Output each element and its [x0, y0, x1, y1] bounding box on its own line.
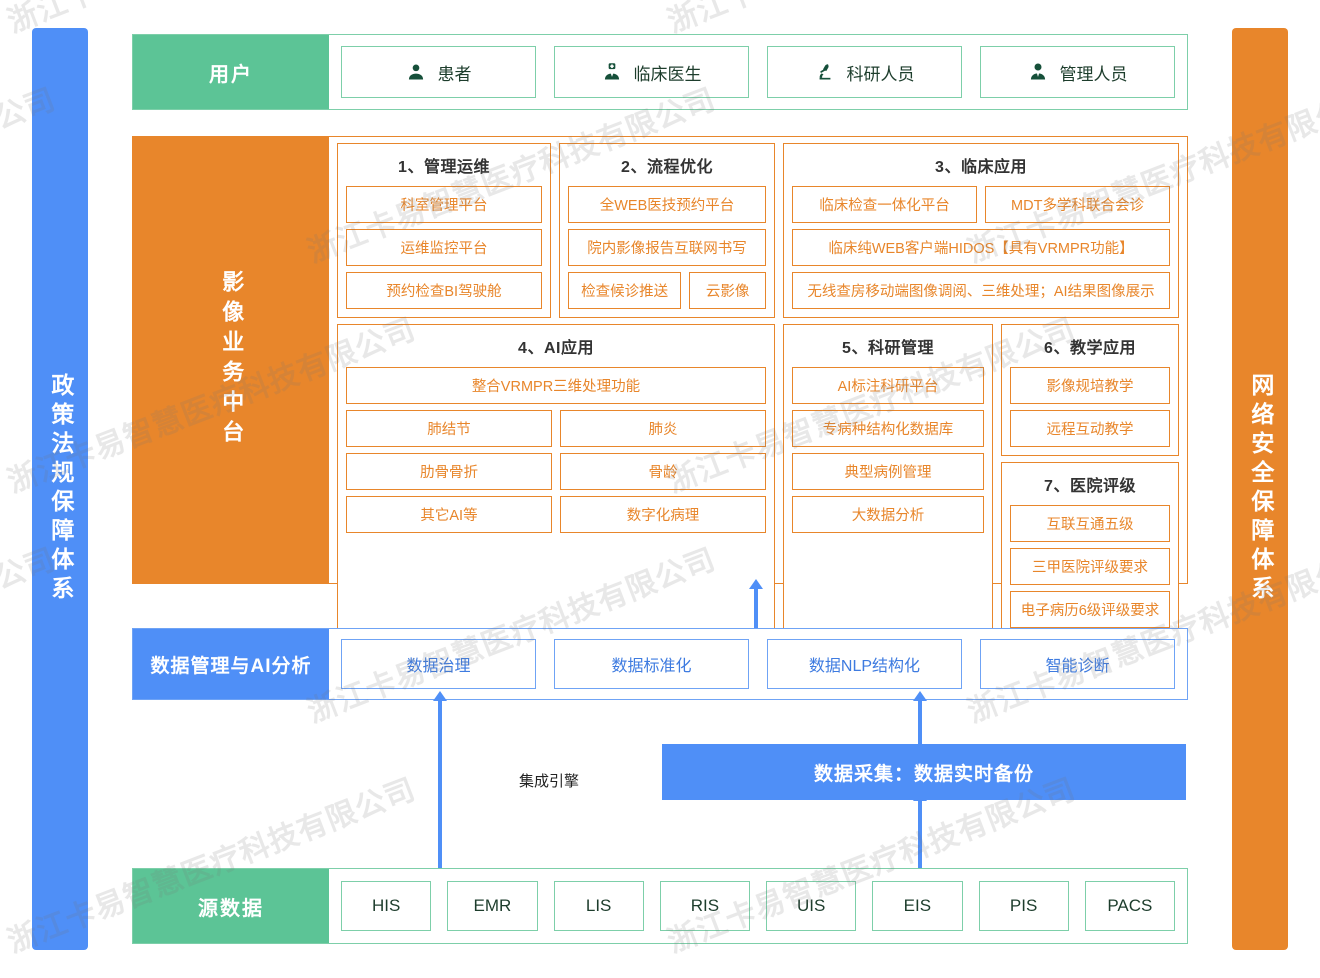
group-item[interactable]: 专病种结构化数据库: [792, 410, 984, 447]
group-title: 2、流程优化: [621, 159, 713, 176]
group-item[interactable]: 典型病例管理: [792, 453, 984, 490]
group-management-ops: 1、管理运维 科室管理平台 运维监控平台 预约检查BI驾驶舱: [337, 143, 551, 318]
group-item[interactable]: 骨龄: [560, 453, 766, 490]
group-item[interactable]: 临床检查一体化平台: [792, 186, 977, 223]
group-item[interactable]: 临床纯WEB客户端HIDOS【具有VRMPR功能】: [792, 229, 1170, 266]
group-item[interactable]: 三甲医院评级要求: [1010, 548, 1170, 585]
source-chip-uis[interactable]: UIS: [766, 881, 857, 931]
group-item[interactable]: 肋骨骨折: [346, 453, 552, 490]
user-chip-administrator[interactable]: 管理人员: [980, 46, 1175, 98]
user-chip-clinician[interactable]: 临床医生: [554, 46, 749, 98]
arrow-source-to-capture: [913, 791, 927, 868]
group-item-pair: 临床检查一体化平台 MDT多学科联合会诊: [792, 186, 1170, 223]
group-item-pair: 检查候诊推送 云影像: [568, 272, 766, 309]
group-item[interactable]: AI标注科研平台: [792, 367, 984, 404]
source-row-body: HIS EMR LIS RIS UIS EIS PIS PACS: [329, 869, 1187, 943]
group-title: 4、AI应用: [518, 340, 594, 357]
data-chip-standardization[interactable]: 数据标准化: [554, 639, 749, 689]
group-item-pair: 肋骨骨折 骨龄: [346, 453, 766, 490]
policy-guarantee-band: 政策法规保障体系: [32, 28, 88, 950]
user-chip-label: 患者: [437, 64, 472, 84]
core-band-top: 1、管理运维 科室管理平台 运维监控平台 预约检查BI驾驶舱 2、流程优化 全W…: [337, 143, 1179, 318]
group-item[interactable]: 数字化病理: [560, 496, 766, 533]
users-row: 用户 患者 临床医生 科研人员: [132, 34, 1188, 110]
group-item[interactable]: MDT多学科联合会诊: [985, 186, 1170, 223]
imaging-business-midplatform-row: 影像业务中台 1、管理运维 科室管理平台 运维监控平台 预约检查BI驾驶舱 2、…: [132, 136, 1188, 732]
group-clinical-application: 3、临床应用 临床检查一体化平台 MDT多学科联合会诊 临床纯WEB客户端HID…: [783, 143, 1179, 318]
group-teaching-application: 6、教学应用 影像规培教学 远程互动教学: [1001, 324, 1179, 456]
core-band-middle: 4、AI应用 整合VRMPR三维处理功能 肺结节 肺炎 肋骨骨折 骨龄 其它AI…: [337, 324, 1179, 637]
data-chip-intelligent-diagnosis[interactable]: 智能诊断: [980, 639, 1175, 689]
group-item[interactable]: 检查候诊推送: [568, 272, 682, 309]
group-item[interactable]: 互联互通五级: [1010, 505, 1170, 542]
group-item[interactable]: 预约检查BI驾驶舱: [346, 272, 542, 309]
data-row-body: 数据治理 数据标准化 数据NLP结构化 智能诊断: [329, 629, 1187, 699]
data-capture-bar: 数据采集：数据实时备份: [662, 744, 1186, 800]
source-chip-eis[interactable]: EIS: [872, 881, 963, 931]
user-chip-patient[interactable]: 患者: [341, 46, 536, 98]
arrow-data-to-core: [749, 579, 763, 628]
group-title: 5、科研管理: [842, 340, 934, 357]
integration-engine-label: 集成引擎: [518, 773, 579, 790]
users-row-body: 患者 临床医生 科研人员 管理人员: [329, 35, 1187, 109]
group-item[interactable]: 远程互动教学: [1010, 410, 1170, 447]
arrow-integration-engine: [433, 691, 447, 868]
group-item[interactable]: 电子病历6级评级要求: [1010, 591, 1170, 628]
group-research-management: 5、科研管理 AI标注科研平台 专病种结构化数据库 典型病例管理 大数据分析: [783, 324, 993, 637]
group-item[interactable]: 无线查房移动端图像调阅、三维处理；AI结果图像展示: [792, 272, 1170, 309]
user-chip-label: 科研人员: [846, 64, 915, 84]
user-chip-label: 管理人员: [1059, 64, 1128, 84]
group-item-pair: 肺结节 肺炎: [346, 410, 766, 447]
group-item[interactable]: 科室管理平台: [346, 186, 542, 223]
user-chip-label: 临床医生: [633, 64, 702, 84]
core-row-label: 影像业务中台: [133, 137, 329, 583]
person-icon: [406, 62, 426, 82]
connector-band: 集成引擎 数据采集：数据实时备份: [132, 691, 1188, 868]
group-title: 6、教学应用: [1044, 340, 1136, 357]
microscope-icon: [815, 62, 835, 82]
group-item[interactable]: 运维监控平台: [346, 229, 542, 266]
group-ai-application: 4、AI应用 整合VRMPR三维处理功能 肺结节 肺炎 肋骨骨折 骨龄 其它AI…: [337, 324, 775, 637]
group-hospital-rating: 7、医院评级 互联互通五级 三甲医院评级要求 电子病历6级评级要求: [1001, 462, 1179, 637]
group-item[interactable]: 院内影像报告互联网书写: [568, 229, 766, 266]
users-row-label: 用户: [133, 35, 329, 109]
group-item[interactable]: 整合VRMPR三维处理功能: [346, 367, 766, 404]
source-chip-pacs[interactable]: PACS: [1084, 881, 1175, 931]
source-chip-his[interactable]: HIS: [341, 881, 432, 931]
group-stack-teaching-rating: 6、教学应用 影像规培教学 远程互动教学 7、医院评级 互联互通五级 三甲医院评…: [1001, 324, 1179, 637]
group-process-optimization: 2、流程优化 全WEB医技预约平台 院内影像报告互联网书写 检查候诊推送 云影像: [559, 143, 775, 318]
manager-icon: [1028, 62, 1048, 82]
group-item[interactable]: 肺结节: [346, 410, 552, 447]
data-management-ai-row: 数据管理与AI分析 数据治理 数据标准化 数据NLP结构化 智能诊断: [132, 628, 1188, 700]
group-title: 1、管理运维: [398, 159, 490, 176]
group-title: 7、医院评级: [1044, 478, 1136, 495]
group-item[interactable]: 全WEB医技预约平台: [568, 186, 766, 223]
source-chip-ris[interactable]: RIS: [659, 881, 750, 931]
user-chip-researcher[interactable]: 科研人员: [767, 46, 962, 98]
source-data-row: 源数据 HIS EMR LIS RIS UIS EIS PIS PACS: [132, 868, 1188, 944]
source-chip-pis[interactable]: PIS: [978, 881, 1069, 931]
arrow-capture-to-data: [913, 691, 927, 744]
group-item[interactable]: 大数据分析: [792, 496, 984, 533]
data-row-label: 数据管理与AI分析: [133, 629, 329, 699]
network-security-band: 网络安全保障体系: [1232, 28, 1288, 950]
group-title: 3、临床应用: [935, 159, 1027, 176]
group-item[interactable]: 其它AI等: [346, 496, 552, 533]
group-item[interactable]: 云影像: [689, 272, 766, 309]
source-row-label: 源数据: [133, 869, 329, 943]
core-row-body: 1、管理运维 科室管理平台 运维监控平台 预约检查BI驾驶舱 2、流程优化 全W…: [329, 137, 1187, 732]
group-item[interactable]: 影像规培教学: [1010, 367, 1170, 404]
group-item[interactable]: 肺炎: [560, 410, 766, 447]
data-chip-governance[interactable]: 数据治理: [341, 639, 536, 689]
group-item-pair: 其它AI等 数字化病理: [346, 496, 766, 533]
source-chip-emr[interactable]: EMR: [447, 881, 538, 931]
data-chip-nlp[interactable]: 数据NLP结构化: [767, 639, 962, 689]
source-chip-lis[interactable]: LIS: [553, 881, 644, 931]
doctor-icon: [602, 62, 622, 82]
